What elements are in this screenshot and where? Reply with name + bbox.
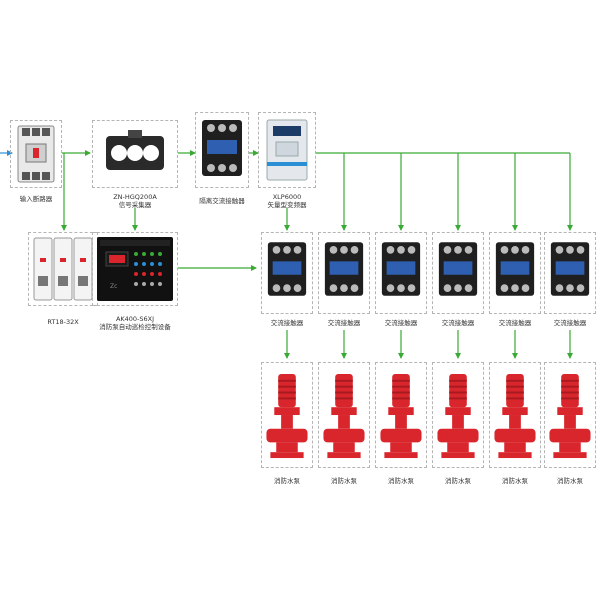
fire-pump-icon: [435, 372, 481, 460]
controller-label-1: AK400-S6XJ: [115, 315, 155, 323]
pump-box: [318, 362, 370, 468]
pump-label: 消防水泵: [445, 477, 471, 485]
inverter-icon: [264, 118, 310, 182]
inverter-label-1: XLP6000: [272, 193, 302, 201]
contactor-label: 交流接触器: [327, 319, 361, 327]
pump-label: 消防水泵: [502, 477, 528, 485]
fire-pump-icon: [264, 372, 310, 460]
fuse-icon: [32, 236, 94, 302]
contactor-icon: [199, 118, 245, 178]
pump-box: [432, 362, 484, 468]
contactor-icon: [493, 240, 537, 298]
sampler-icon: [104, 130, 166, 174]
isolation-label: 隔离交流接触器: [199, 197, 245, 205]
contactor-label: 交流接触器: [498, 319, 532, 327]
contactor-box: [432, 232, 484, 314]
controller-label-2: 消防泵自动巡检控制设备: [99, 323, 171, 331]
sampler-label-2: 信号采集器: [118, 201, 152, 209]
contactor-label: 交流接触器: [441, 319, 475, 327]
pump-label: 消防水泵: [331, 477, 357, 485]
fuse-label: RT18-32X: [47, 318, 79, 326]
controller-box: [92, 232, 178, 306]
pump-label: 消防水泵: [557, 477, 583, 485]
contactor-icon: [379, 240, 423, 298]
inverter-label-2: 矢量型变频器: [267, 201, 307, 209]
contactor-label: 交流接触器: [384, 319, 418, 327]
pump-box: [544, 362, 596, 468]
contactor-icon: [322, 240, 366, 298]
controller-panel-icon: Zc: [96, 236, 174, 302]
contactor-icon: [548, 240, 592, 298]
breaker-icon: [16, 124, 56, 184]
contactor-icon: [265, 240, 309, 298]
sampler-label-1: ZN-HGQ200A: [113, 193, 157, 201]
contactor-icon: [436, 240, 480, 298]
pump-box: [489, 362, 541, 468]
contactor-label: 交流接触器: [270, 319, 304, 327]
contactor-box: [318, 232, 370, 314]
pump-box: [375, 362, 427, 468]
fire-pump-icon: [378, 372, 424, 460]
breaker-box: [10, 120, 62, 188]
svg-text:Zc: Zc: [110, 283, 117, 290]
contactor-box: [375, 232, 427, 314]
inverter-box: [258, 112, 316, 188]
fire-pump-icon: [492, 372, 538, 460]
sampler-box: [92, 120, 178, 188]
pump-label: 消防水泵: [274, 477, 300, 485]
contactor-box: [489, 232, 541, 314]
pump-label: 消防水泵: [388, 477, 414, 485]
isolation-box: [195, 112, 249, 188]
breaker-label: 输入断路器: [19, 195, 53, 203]
fire-pump-icon: [321, 372, 367, 460]
fire-pump-icon: [547, 372, 593, 460]
contactor-box: [544, 232, 596, 314]
contactor-box: [261, 232, 313, 314]
pump-box: [261, 362, 313, 468]
contactor-label: 交流接触器: [553, 319, 587, 327]
